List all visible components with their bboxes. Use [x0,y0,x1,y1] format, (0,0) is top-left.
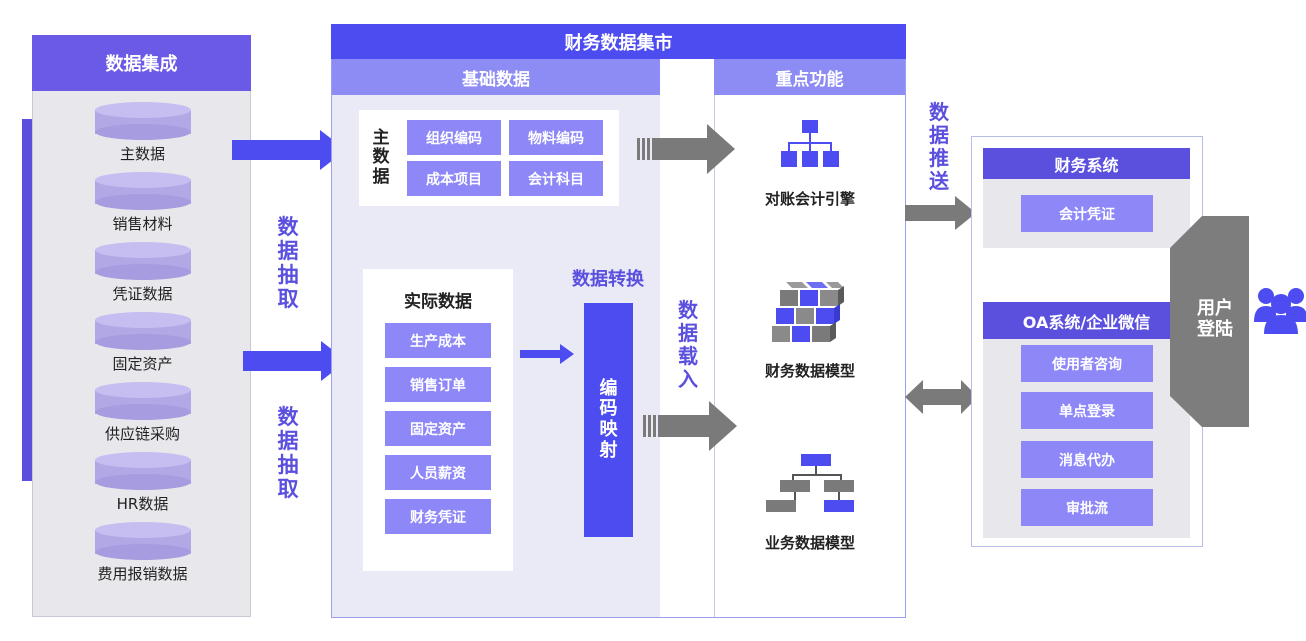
convert-arrow [520,344,574,364]
integration-item-label: 固定资产 [112,355,173,373]
load-arrow-bottom [643,401,737,451]
integration-item-label: HR数据 [116,495,169,513]
integration-panel: 数据集成 主数据 销售材料 凭证数据 固定资产 供应链采购 HR数据 费用报销数… [32,35,251,617]
basic-data-title: 基础数据 [332,59,660,95]
push-arrow [905,196,976,230]
integration-item: 固定资产 [33,312,252,374]
integration-item-label: 供应链采购 [104,425,180,443]
oa-chip: 使用者咨询 [1021,345,1153,382]
master-data-label: 主 数 据 [372,127,390,187]
oa-chip: 审批流 [1021,489,1153,526]
load-label: 数 据 载 入 [678,298,698,391]
load-arrow-top [637,124,735,174]
extract-arrow-bottom [243,341,347,381]
user-login-label: 用户 登陆 [1197,298,1233,340]
feature-label: 业务数据模型 [764,534,855,552]
master-chip: 物料编码 [509,120,603,155]
master-chip: 组织编码 [407,120,501,155]
database-icon [94,242,191,280]
master-chip: 成本项目 [407,161,501,196]
actual-chip: 销售订单 [385,367,491,402]
master-chip: 会计科目 [509,161,603,196]
feature-label: 对账会计引擎 [764,190,855,208]
oa-chip: 单点登录 [1021,392,1153,429]
oa-chip: 消息代办 [1021,441,1153,478]
database-icon [94,382,191,420]
database-icon [94,452,191,490]
integration-item: 凭证数据 [33,242,252,304]
integration-item-label: 费用报销数据 [97,565,188,583]
actual-data-title: 实际数据 [404,292,472,312]
database-icon [94,522,191,560]
integration-item: 费用报销数据 [33,522,252,584]
finance-chip: 会计凭证 [1021,195,1153,232]
actual-chip: 固定资产 [385,411,491,446]
feature-label: 财务数据模型 [764,362,855,380]
extract-label-2: 数 据 抽 取 [277,404,299,502]
integration-item-label: 销售材料 [112,215,173,233]
integration-item-label: 主数据 [119,145,165,163]
actual-chip: 人员薪资 [385,455,491,490]
integration-item-label: 凭证数据 [112,285,173,303]
actual-chip: 生产成本 [385,323,491,358]
convert-title: 数据转换 [572,269,644,290]
extract-label-1: 数 据 抽 取 [277,214,299,312]
extract-arrow-top [232,130,346,170]
integration-item: 销售材料 [33,172,252,234]
push-label: 数 据 推 送 [929,100,949,193]
code-mapping-bar: 编 码 映 射 [584,303,633,537]
database-icon [94,312,191,350]
integration-item: 主数据 [33,102,252,164]
actual-chip: 财务凭证 [385,499,491,534]
users-icon [1254,288,1306,334]
integration-item: HR数据 [33,452,252,514]
database-icon [94,172,191,210]
org-chart-icon [781,120,839,167]
integration-title: 数据集成 [32,35,251,91]
sync-arrow [905,380,978,414]
integration-item: 供应链采购 [33,382,252,444]
user-login-shape [1170,216,1249,427]
database-icon [94,102,191,140]
feature-title: 重点功能 [714,59,905,95]
flowchart-icon [766,454,854,512]
cube-grid-icon [772,282,844,342]
finance-system-title: 财务系统 [983,148,1190,179]
oa-system-title: OA系统/企业微信 [983,302,1190,339]
data-mart-title: 财务数据集市 [331,24,906,59]
